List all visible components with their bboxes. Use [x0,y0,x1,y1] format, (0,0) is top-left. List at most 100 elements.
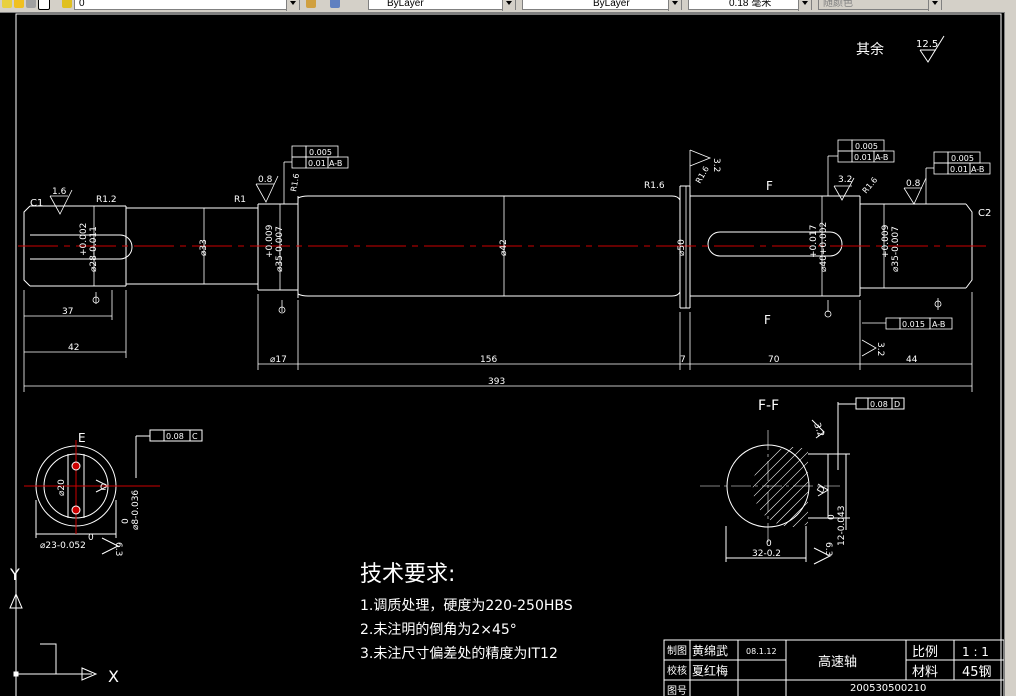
radius-r16-c: R1.6 [694,165,711,185]
runout-tol: 0.015 [902,320,925,329]
section-ff-width: 32-0.2 [752,549,781,559]
drawing-canvas[interactable]: 其余 12.5 [0,12,1004,696]
mtol2: 0.01 [854,153,872,162]
roughness-rest-symbol [919,35,945,63]
layer-dropdown[interactable]: 0 [74,0,300,11]
title-block [663,639,1004,696]
radius-r16-b: R1.6 [644,181,665,191]
section-e-slot-tol: 0 [121,518,131,524]
tech-req-item: 1.调质处理，硬度为220-250HBS [360,598,573,614]
lineweight-dropdown[interactable]: 0.18 毫米 [688,0,812,11]
section-ff-sym-ref: D [894,400,900,409]
dim-7: 7 [680,355,686,365]
dim-dia-40: ⌀40+0.002 [819,222,829,272]
mref2: A-B [875,153,888,162]
layer-state-icon[interactable] [2,0,12,8]
rough-32-c: 3.2 [875,342,885,356]
ucs-x-label: X [108,667,119,686]
tolerance-frames [283,139,991,330]
dim-dia-42: ⌀42 [499,239,509,256]
drawing-no-label: 图号 [667,685,687,696]
linetype-dropdown[interactable]: ByLayer [522,0,682,11]
dim-393: 393 [488,377,505,387]
dim-dia-35-right-tol: +0.009 [881,224,891,258]
main-dimension-lines [23,186,973,392]
rough-08-a: 0.8 [258,175,273,185]
part-name: 高速轴 [818,654,857,670]
roughness-rest-label: 其余 [856,41,884,58]
color-dropdown[interactable]: ByLayer [368,0,516,11]
rough-32-a: 3.2 [711,158,721,172]
section-e-texts: E 0.08 C ⌀23-0.052 0 ⌀8-0.036 0 ⌀20 6.3 … [40,431,198,556]
section-ff-sym-tol: 0.08 [870,400,888,409]
datum-markers [92,292,942,318]
section-e-hole-bot [71,505,81,515]
section-f-bot: F [764,313,771,327]
section-e-rough: 6.3 [113,542,123,556]
lineweight-value: 0.18 毫米 [729,0,772,9]
chevron-down-icon[interactable] [928,0,941,11]
tolerance-frame-texts: 0.005 0.01 A-B 0.005 0.01 A-B 0.005 0.01… [308,142,984,329]
dim-dia-28: ⌀28-0.011 [89,226,99,272]
dim-dia-35-left-tol: +0.009 [265,224,275,258]
tech-req-item: 2.未注明的倒角为2×45° [360,622,517,638]
vertical-scrollbar[interactable] [1004,12,1016,696]
section-ff-view [725,397,905,565]
radius-r16-d: R1.6 [861,175,880,195]
color-swatch-icon[interactable] [38,0,50,10]
drawing-frame [15,13,1002,696]
section-e-20: ⌀20 [57,479,67,496]
drawn-name: 黄绵武 [692,644,728,658]
main-annotations: C1 C2 R1.2 R1 R1.6 R1.6 R1.6 R1.6 1.6 0.… [30,158,991,356]
section-f-top: F [766,179,773,193]
color-value: ByLayer [387,0,424,9]
dim-dia-40-tol: +0.017 [809,225,819,258]
checked-label: 校核 [667,664,687,677]
dim-44: 44 [906,355,918,365]
make-current-icon[interactable] [306,0,316,8]
section-e-label: E [78,431,86,445]
dim-dia-35-left: ⌀35-0.007 [275,226,285,272]
plotstyle-dropdown[interactable]: 随颜色 [818,0,942,11]
rough-16: 1.6 [52,187,67,197]
plotstyle-value: 随颜色 [823,0,853,9]
tech-req-item: 3.未注尺寸偏差处的精度为IT12 [360,646,558,662]
roughness-rest-value: 12.5 [916,39,938,50]
section-ff-depth: 12-0.043 [837,506,847,546]
chevron-down-icon[interactable] [502,0,515,11]
freeze-icon[interactable] [14,0,24,8]
scale-label: 比例 [912,645,938,660]
layer-previous-icon[interactable] [330,0,340,8]
chamfer-c2: C2 [978,208,991,219]
chevron-down-icon[interactable] [286,0,299,11]
dim-156: 156 [480,355,497,365]
tech-req-title: 技术要求: [360,562,456,587]
dim-37: 37 [62,307,73,317]
chevron-down-icon[interactable] [798,0,811,11]
ucs-y-label: Y [9,565,20,584]
checked-name: 夏红梅 [692,663,728,678]
plot-icon[interactable] [62,0,72,8]
section-e-c: C [100,483,106,493]
lref2: A-B [329,159,342,168]
lock-icon[interactable] [26,0,36,8]
ltol1: 0.005 [309,148,332,157]
section-e-hole-top [71,461,81,471]
radius-r1: R1 [234,195,246,205]
ucs-icon [9,592,98,681]
radius-r16-a: R1.6 [289,173,301,193]
section-ff-rough-b: 6.3 [823,542,833,556]
section-e-slot: ⌀8-0.036 [131,490,141,530]
runout-ref: A-B [932,320,945,329]
section-e-flat-ref: C [192,432,198,441]
properties-toolbar: 0 ByLayer ByLayer 0.18 毫米 随颜色 [0,0,1016,13]
roughness-symbols [49,149,927,357]
drawn-date: 08.1.12 [746,647,777,656]
chevron-down-icon[interactable] [668,0,681,11]
dim-dia-50: ⌀50 [677,239,687,256]
section-ff-label: F-F [758,398,779,414]
rtol2: 0.01 [950,165,968,174]
rough-32-b: 3.2 [838,175,852,185]
material-value: 45钢 [962,665,992,680]
dim-dia-33: ⌀33 [199,239,209,256]
